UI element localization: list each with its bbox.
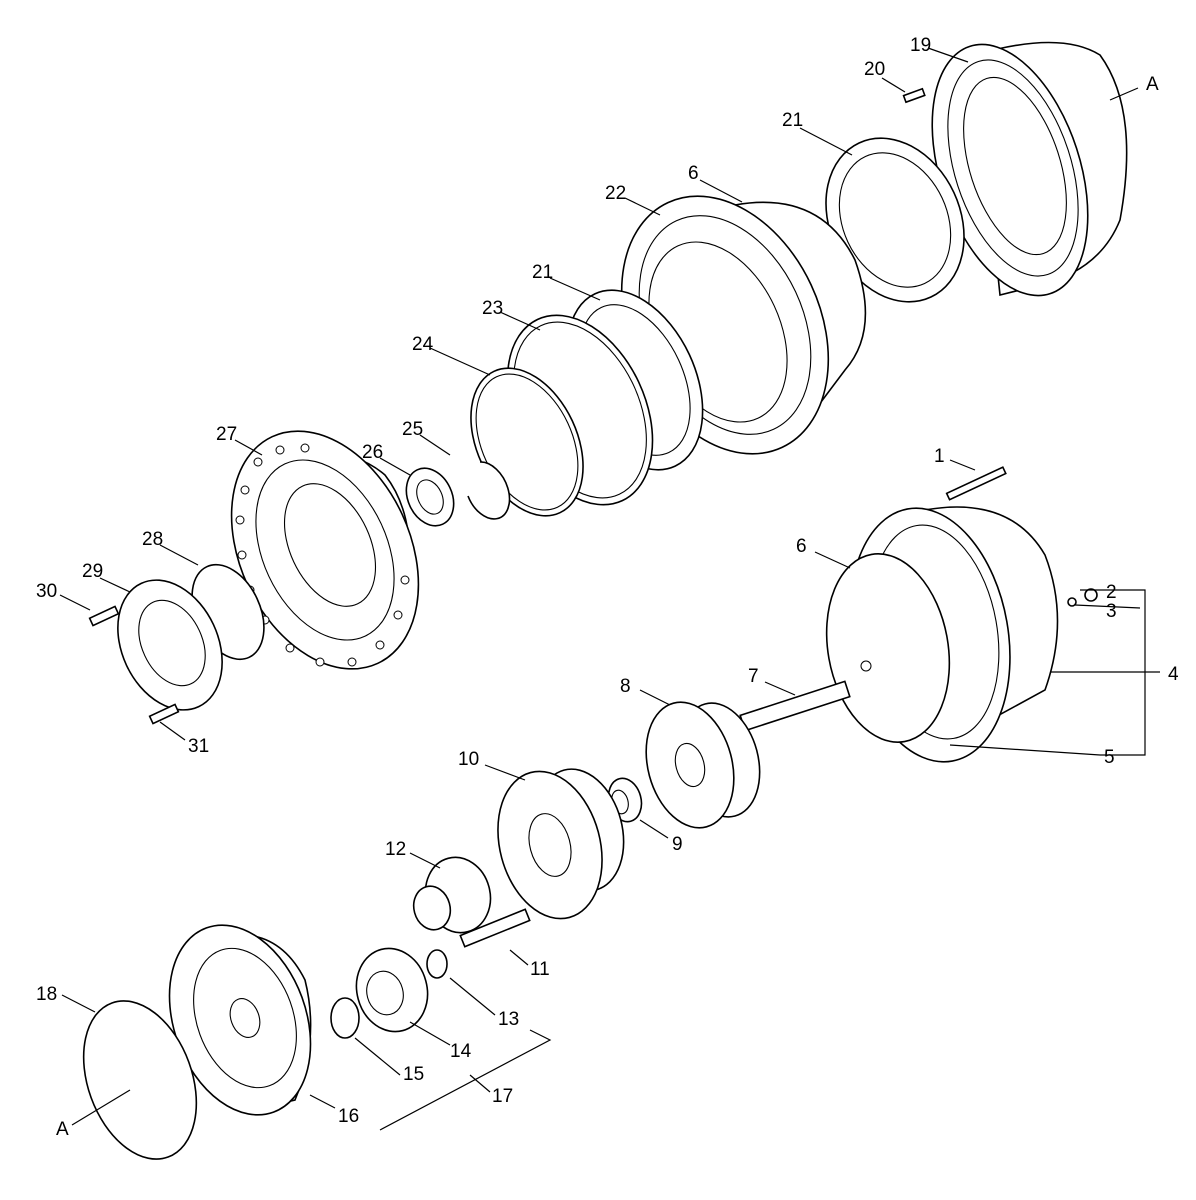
part-29-cover-plate [117,579,223,711]
label-13: 13 [498,1009,519,1030]
label-31: 31 [188,736,209,757]
label-15: 15 [403,1064,424,1085]
label-1: 1 [934,446,945,467]
part-2-3-plugs [1067,588,1098,607]
part-13-snap-ring [426,949,448,979]
label-27: 27 [216,424,237,445]
label-ref-a-bottom: A [56,1119,69,1140]
label-18: 18 [36,984,57,1005]
label-14: 14 [450,1041,472,1062]
label-29: 29 [82,561,103,582]
label-28: 28 [142,529,163,550]
label-24: 24 [412,334,434,355]
label-2: 2 [1106,582,1117,603]
part-30-bolt [88,605,120,627]
label-3: 3 [1106,601,1117,622]
label-5: 5 [1104,747,1115,768]
label-ref-a-top: A [1146,74,1159,95]
label-10: 10 [458,749,479,770]
label-7: 7 [748,666,759,687]
label-16: 16 [338,1106,359,1127]
leader-lines [59,47,1160,1131]
label-9: 9 [672,834,683,855]
part-26-bearing [405,467,455,527]
part-4-5-6-motor-housing [825,506,1059,763]
label-22: 22 [605,183,626,204]
label-4: 4 [1168,664,1179,685]
label-11: 12 [385,839,406,860]
part-12-gear [412,856,492,934]
part-11-pin [459,908,531,948]
label-8: 8 [620,676,631,697]
part-25-snap-ring [467,461,511,520]
part-1-long-bolt [945,466,1007,501]
part-20-pin [902,87,926,104]
label-21-upper: 21 [782,110,803,131]
part-10-planet-carrier [497,768,625,920]
label-25: 25 [402,419,423,440]
label-19: 19 [910,35,931,56]
label-11b: 11 [530,959,550,980]
part-labels: 19 20 A 21 6 22 21 23 24 25 26 27 28 29 … [36,35,1179,1140]
label-17: 17 [492,1086,513,1107]
part-31-bolt [148,703,180,725]
label-26: 26 [362,442,383,463]
label-23: 23 [482,298,503,319]
part-7-shaft [739,680,851,732]
part-18-o-ring [82,1000,198,1160]
label-30: 30 [36,581,57,602]
label-20: 20 [864,59,885,80]
label-21-middle: 21 [532,262,553,283]
label-6-upper: 6 [688,163,699,184]
part-19-ring-gear-housing [931,41,1128,297]
part-8-planet-carrier [645,701,761,829]
part-15-ring [330,997,360,1039]
label-6-lower: 6 [796,536,807,557]
part-14-gear [355,947,429,1033]
